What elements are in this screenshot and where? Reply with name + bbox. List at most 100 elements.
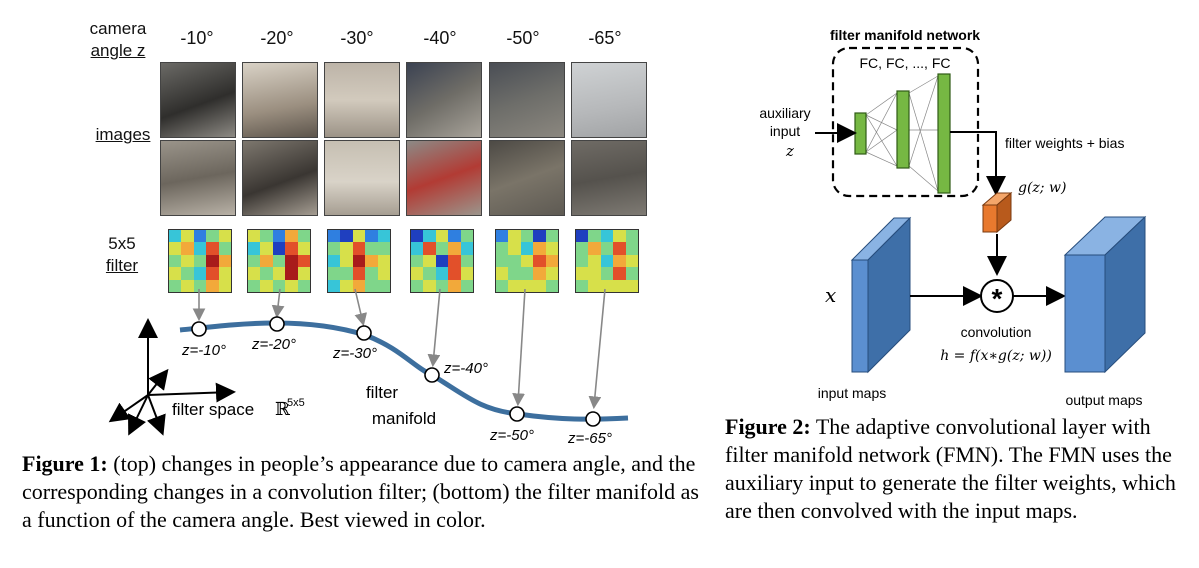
filter-cell [496, 242, 509, 255]
filter-cell [423, 242, 436, 255]
filter-cell [365, 230, 378, 243]
filter-cell [448, 242, 461, 255]
filter-cell [545, 267, 558, 280]
filter-cell [193, 242, 207, 255]
filter-cell [260, 242, 273, 255]
filter-cell [423, 267, 436, 280]
fc-connections [865, 75, 939, 192]
filter-cell [460, 230, 473, 243]
filter-cell [600, 267, 614, 280]
filter-cell [411, 242, 424, 255]
filter-cell [533, 279, 546, 292]
filter-cell [193, 230, 207, 243]
filter-cell [613, 279, 626, 292]
filter-cell [260, 279, 273, 292]
filter-cell [169, 267, 182, 280]
filter-cell [169, 279, 182, 292]
filter-cell [545, 254, 558, 268]
filter-cell [328, 242, 341, 255]
filter-cell [411, 267, 424, 280]
angle-label-6: -65° [588, 28, 622, 48]
network-title: filter manifold network [830, 27, 980, 43]
filter-cell [576, 230, 589, 243]
filter-cell [272, 267, 286, 280]
filter-weights-label: filter weights + bias [1005, 135, 1124, 151]
filter-cell [169, 254, 182, 268]
filter-cell [588, 279, 601, 292]
filter-cell [340, 279, 353, 292]
filter-cell [272, 279, 286, 292]
filter-heatmap [495, 229, 559, 293]
filter-cell [297, 254, 310, 268]
filter-cell [328, 279, 341, 292]
convolution-symbol: * [992, 283, 1003, 314]
filter-cell [181, 279, 194, 292]
point-label-2: z=-20° [251, 336, 296, 353]
axes-icon [108, 318, 236, 436]
filter-cell [625, 279, 638, 292]
filter-cell [328, 230, 341, 243]
filter-cell [352, 267, 366, 280]
filter-cell [340, 254, 353, 268]
figure-2-caption: Figure 2: The adaptive convolutional lay… [725, 413, 1185, 525]
aux-input-label-1: auxiliary [759, 105, 810, 121]
filter-heatmap [327, 229, 391, 293]
point-label-5: z=-50° [489, 427, 534, 444]
filter-cell [328, 267, 341, 280]
filter-cell [423, 230, 436, 243]
filter-cell [248, 242, 261, 255]
filter-cell [613, 267, 626, 280]
output-formula: h = f(x∗g(z; w)) [940, 348, 1052, 364]
camera-angle-header: camera angle z [78, 18, 158, 62]
filter-cell [169, 242, 182, 255]
filter-cell [435, 279, 449, 292]
photo-thumbnail [324, 62, 400, 138]
manifold-point [585, 411, 601, 427]
point-label-4: z=-40° [443, 360, 488, 377]
filter-cell [260, 267, 273, 280]
manifold-point [356, 325, 372, 341]
filter-cell [448, 267, 461, 280]
manifold-points [191, 316, 601, 427]
filter-cell [272, 230, 286, 243]
filter-cell [285, 267, 298, 280]
filter-cell [218, 267, 231, 280]
filter-cell [423, 254, 436, 268]
angle-row: -10° -20° -30° -40° -50° -65° [160, 28, 640, 52]
manifold-point [191, 321, 207, 337]
filter-space-exponent: 5x5 [287, 397, 305, 409]
photo-thumbnail [489, 62, 565, 138]
filter-cell [181, 230, 194, 243]
filter-cell [297, 279, 310, 292]
filter-cell [377, 242, 390, 255]
filter-heatmap [410, 229, 474, 293]
input-maps-block [850, 216, 912, 374]
filter-cell [181, 254, 194, 268]
filter-cell [613, 254, 626, 268]
filter-cell [377, 254, 390, 268]
photo-thumbnail [406, 140, 482, 216]
filter-cell [460, 267, 473, 280]
filter-cell [460, 279, 473, 292]
manifold-label-line-1: filter [366, 383, 398, 402]
filter-cell [423, 279, 436, 292]
filter-cell [545, 242, 558, 255]
filter-cell [545, 230, 558, 243]
filter-cell [508, 230, 521, 243]
images-label: images [95, 125, 151, 144]
photo-thumbnail [571, 62, 647, 138]
filter-cell [285, 254, 298, 268]
filter-cell [576, 254, 589, 268]
filter-cell [588, 267, 601, 280]
photo-thumbnail [242, 140, 318, 216]
filter-cell [272, 254, 286, 268]
filter-cube-icon [981, 191, 1013, 234]
filter-cell [625, 254, 638, 268]
filter-cell [435, 230, 449, 243]
filter-cell [352, 242, 366, 255]
filter-cell [576, 242, 589, 255]
filter-cell [206, 279, 219, 292]
filter-size-bottom: filter [105, 256, 139, 275]
filter-space-symbol: ℝ [275, 399, 291, 420]
manifold-point [509, 406, 525, 422]
